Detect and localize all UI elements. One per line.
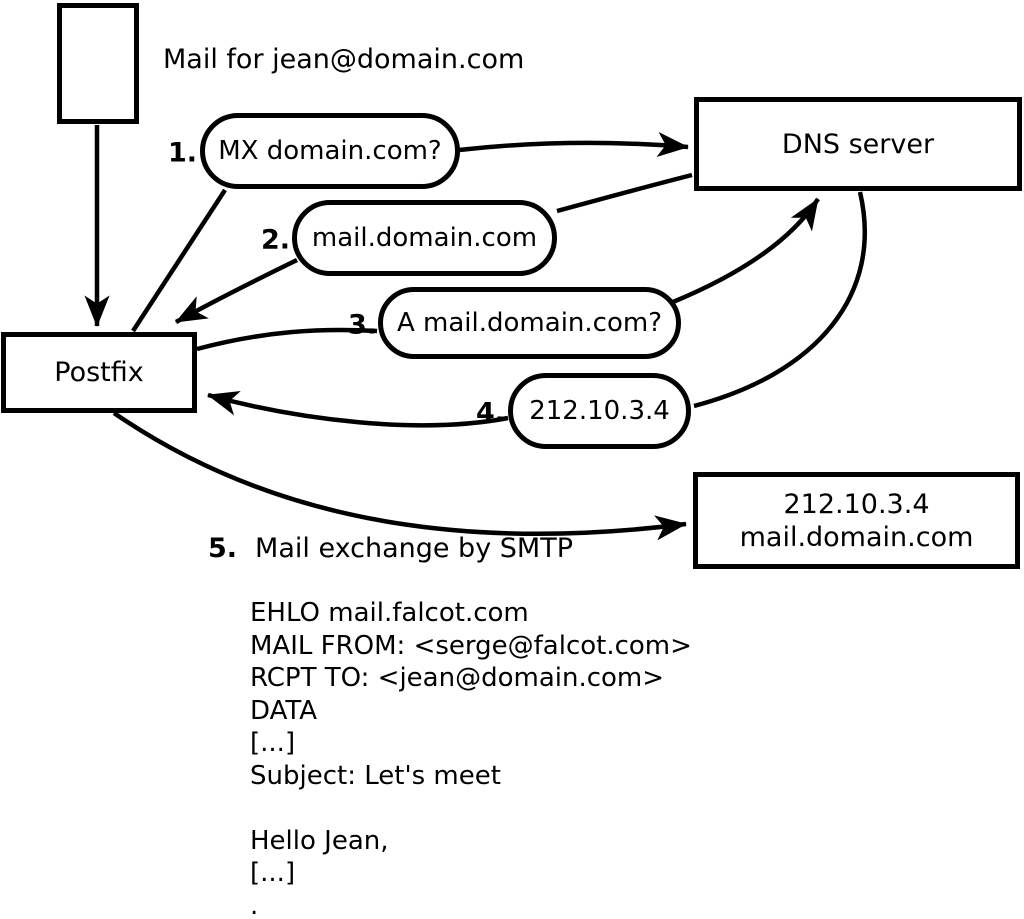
reply-a-label: 212.10.3.4 [529, 396, 670, 426]
arrow-reply2-to-postfix [174, 257, 298, 324]
query-a-pill: A mail.domain.com? [378, 287, 681, 359]
postfix-node: Postfix [1, 332, 197, 413]
arrow-query1-to-dns [458, 131, 689, 158]
mail-envelope-node [57, 3, 139, 124]
reply-mx-pill: mail.domain.com [292, 200, 557, 276]
step-4-number: 4. [475, 397, 505, 429]
line-dns-to-reply2 [556, 172, 693, 214]
dns-server-node: DNS server [694, 97, 1022, 191]
query-mx-pill: MX domain.com? [200, 113, 460, 189]
dns-server-label: DNS server [781, 128, 935, 160]
arrow-reply4-to-postfix [207, 391, 509, 428]
step-5-number: 5. [208, 533, 238, 564]
arrow-postfix-to-target-smtp [112, 411, 687, 541]
reply-a-pill: 212.10.3.4 [508, 373, 691, 449]
postfix-label: Postfix [54, 357, 144, 388]
step-5-caption: 5. Mail exchange by SMTP [208, 533, 573, 564]
step-3-number: 3. [347, 309, 377, 341]
step-2-number: 2. [260, 224, 290, 256]
line-postfix-to-query3 [196, 327, 378, 352]
step-5-label: Mail exchange by SMTP [255, 533, 573, 564]
arrow-query3-to-dns [672, 197, 820, 305]
line-dns-to-reply4 [693, 191, 867, 409]
target-server-hostname: mail.domain.com [739, 521, 974, 553]
query-a-label: A mail.domain.com? [397, 308, 662, 338]
smtp-transcript: EHLO mail.falcot.com MAIL FROM: <serge@f… [250, 598, 692, 919]
line-postfix-to-query1 [131, 188, 227, 333]
reply-mx-label: mail.domain.com [311, 223, 538, 253]
target-server-ip: 212.10.3.4 [783, 488, 930, 520]
step-1-number: 1. [167, 137, 197, 169]
target-server-node: 212.10.3.4 mail.domain.com [693, 472, 1020, 569]
diagram-title: Mail for jean@domain.com [163, 44, 525, 75]
query-mx-label: MX domain.com? [218, 136, 442, 166]
